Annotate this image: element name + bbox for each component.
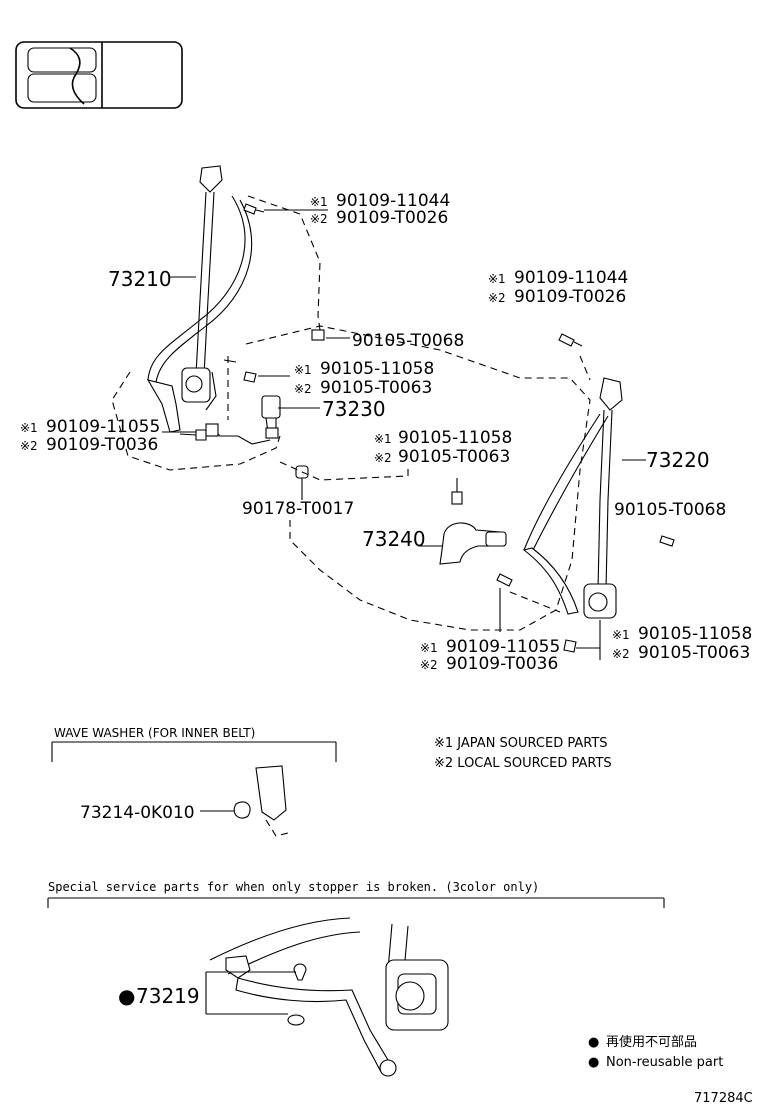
bolt-bottom-center <box>496 573 513 587</box>
wave-washer-note: WAVE WASHER (FOR INNER BELT) <box>54 726 255 740</box>
special-service-section <box>47 897 665 1077</box>
callout-top-left-p2: 90109-T0026 <box>336 208 448 228</box>
mark-2: ※2 <box>420 658 438 672</box>
callout-right-lower-p1: 90105-11058 <box>638 624 752 644</box>
callout-right-lower-p2: 90105-T0063 <box>638 643 750 663</box>
bolt-top-right <box>558 333 583 347</box>
callout-left-anchor-p2: 90105-T0063 <box>320 378 432 398</box>
mark-2: ※2 <box>374 451 392 465</box>
callout-center-p2: 90105-T0063 <box>398 447 510 467</box>
callout-center-p1: 90105-11058 <box>398 428 512 448</box>
mark-1: ※1 <box>294 363 312 377</box>
special-service-note: Special service parts for when only stop… <box>48 880 539 894</box>
mark-2: ※2 <box>20 439 38 453</box>
callout-73220: 73220 <box>646 448 710 472</box>
mark-1: ※1 <box>20 421 38 435</box>
callout-73214: 73214-0K010 <box>80 803 195 823</box>
mark-2: ※2 <box>310 212 328 226</box>
nonreusable-en: Non-reusable part <box>606 1055 723 1070</box>
center-belt-73240 <box>439 522 507 565</box>
callout-90105-T0068-b: 90105-T0068 <box>614 500 726 520</box>
mark-1: ※1 <box>310 195 328 209</box>
bolt-left-lower <box>179 429 207 441</box>
callout-73230: 73230 <box>322 397 386 421</box>
callout-90105-T0068-a: 90105-T0068 <box>352 331 464 351</box>
seat-location-icon <box>15 41 183 109</box>
bullet-legend-1: ● <box>588 1035 599 1050</box>
outer-belt-right <box>522 377 623 619</box>
nonreusable-jp: 再使用不可部品 <box>606 1034 697 1050</box>
bolt-left-anchor <box>243 371 257 383</box>
bullet-legend-2: ● <box>588 1055 599 1070</box>
callout-90178-T0017: 90178-T0017 <box>242 499 354 519</box>
inner-buckle-73230 <box>205 395 281 445</box>
bolt-center-left-1 <box>311 329 325 341</box>
callout-left-lower-p2: 90109-T0036 <box>46 435 158 455</box>
bullet-73219: ● <box>118 984 135 1008</box>
callout-bottom-center-p2: 90109-T0036 <box>446 654 558 674</box>
callout-73210: 73210 <box>108 267 172 291</box>
bolt-right-90105 <box>659 535 675 547</box>
leader-lines <box>162 209 646 812</box>
mark-2: ※2 <box>488 291 506 305</box>
mark-1: ※1 <box>420 641 438 655</box>
callout-bottom-center-p1: 90109-11055 <box>446 637 560 657</box>
figure-id: 717284C <box>694 1091 753 1106</box>
mark-1: ※1 <box>374 432 392 446</box>
seat-outline-dashed <box>111 195 591 631</box>
bolt-right-lower <box>563 639 577 653</box>
bolt-top-left <box>243 203 265 215</box>
mark-1: ※1 <box>488 272 506 286</box>
callout-left-lower-p1: 90109-11055 <box>46 417 160 437</box>
callout-top-left-p1: 90109-11044 <box>336 191 450 211</box>
mark-2: ※2 <box>612 647 630 661</box>
callout-top-right-p1: 90109-11044 <box>514 268 628 288</box>
callout-left-anchor-p1: 90105-11058 <box>320 359 434 379</box>
outer-belt-left <box>146 165 253 433</box>
mark-2: ※2 <box>294 382 312 396</box>
callout-73240: 73240 <box>362 527 426 551</box>
callout-73219: 73219 <box>136 984 200 1008</box>
legend-local-sourced: ※2 LOCAL SOURCED PARTS <box>434 756 612 771</box>
bolt-center <box>451 478 463 505</box>
callout-top-right-p2: 90109-T0026 <box>514 287 626 307</box>
legend-japan-sourced: ※1 JAPAN SOURCED PARTS <box>434 736 608 751</box>
mark-1: ※1 <box>612 628 630 642</box>
wave-washer-section <box>51 741 337 837</box>
